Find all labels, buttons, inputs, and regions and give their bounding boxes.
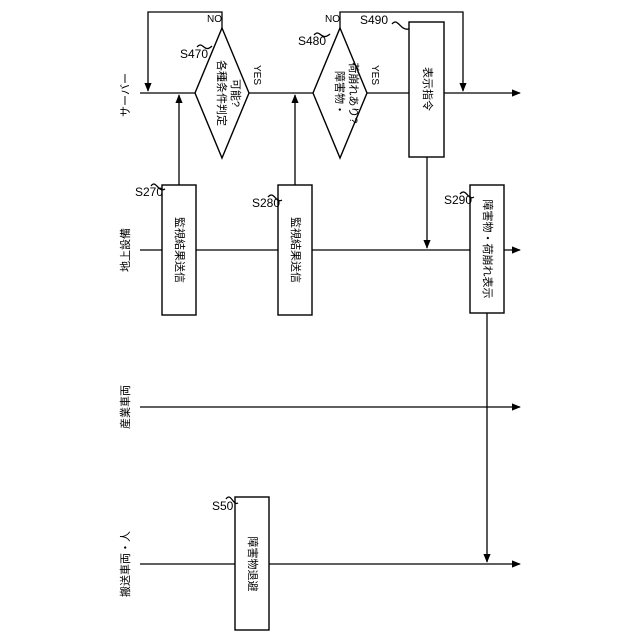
step-id-s50: S50 xyxy=(212,499,234,513)
decision-s470-text-2: 可能? xyxy=(229,79,243,107)
step-id-s470: S470 xyxy=(180,47,208,61)
process-s270-text: 監視結果送信 xyxy=(173,217,187,283)
process-s490-text: 表示指令 xyxy=(421,67,435,111)
decision-s480-text-1: 障害物・ xyxy=(333,71,347,115)
step-id-s270: S270 xyxy=(135,185,163,199)
lane-label-transport: 搬送車両・人 xyxy=(118,531,132,597)
decision-s480-text-2: 荷崩れあり? xyxy=(347,62,361,123)
step-id-s490: S490 xyxy=(360,13,388,27)
no-label-s480: NO xyxy=(325,14,340,25)
lane-label-ground: 地上設備 xyxy=(118,228,132,272)
yes-label-s480: YES xyxy=(369,65,380,85)
no-label-s470: NO xyxy=(207,14,222,25)
process-s290-text: 障害物・荷崩れ表示 xyxy=(481,200,495,299)
leader-s490 xyxy=(392,22,409,29)
lane-label-server: サーバー xyxy=(119,73,132,117)
lane-label-industrial: 産業車両 xyxy=(118,385,132,429)
yes-label-s470: YES xyxy=(251,65,262,85)
process-s50-text: 障害物退避 xyxy=(246,537,260,592)
process-s280-text: 監視結果送信 xyxy=(289,217,303,283)
decision-s470-text-1: 各種条件判定 xyxy=(215,60,229,126)
